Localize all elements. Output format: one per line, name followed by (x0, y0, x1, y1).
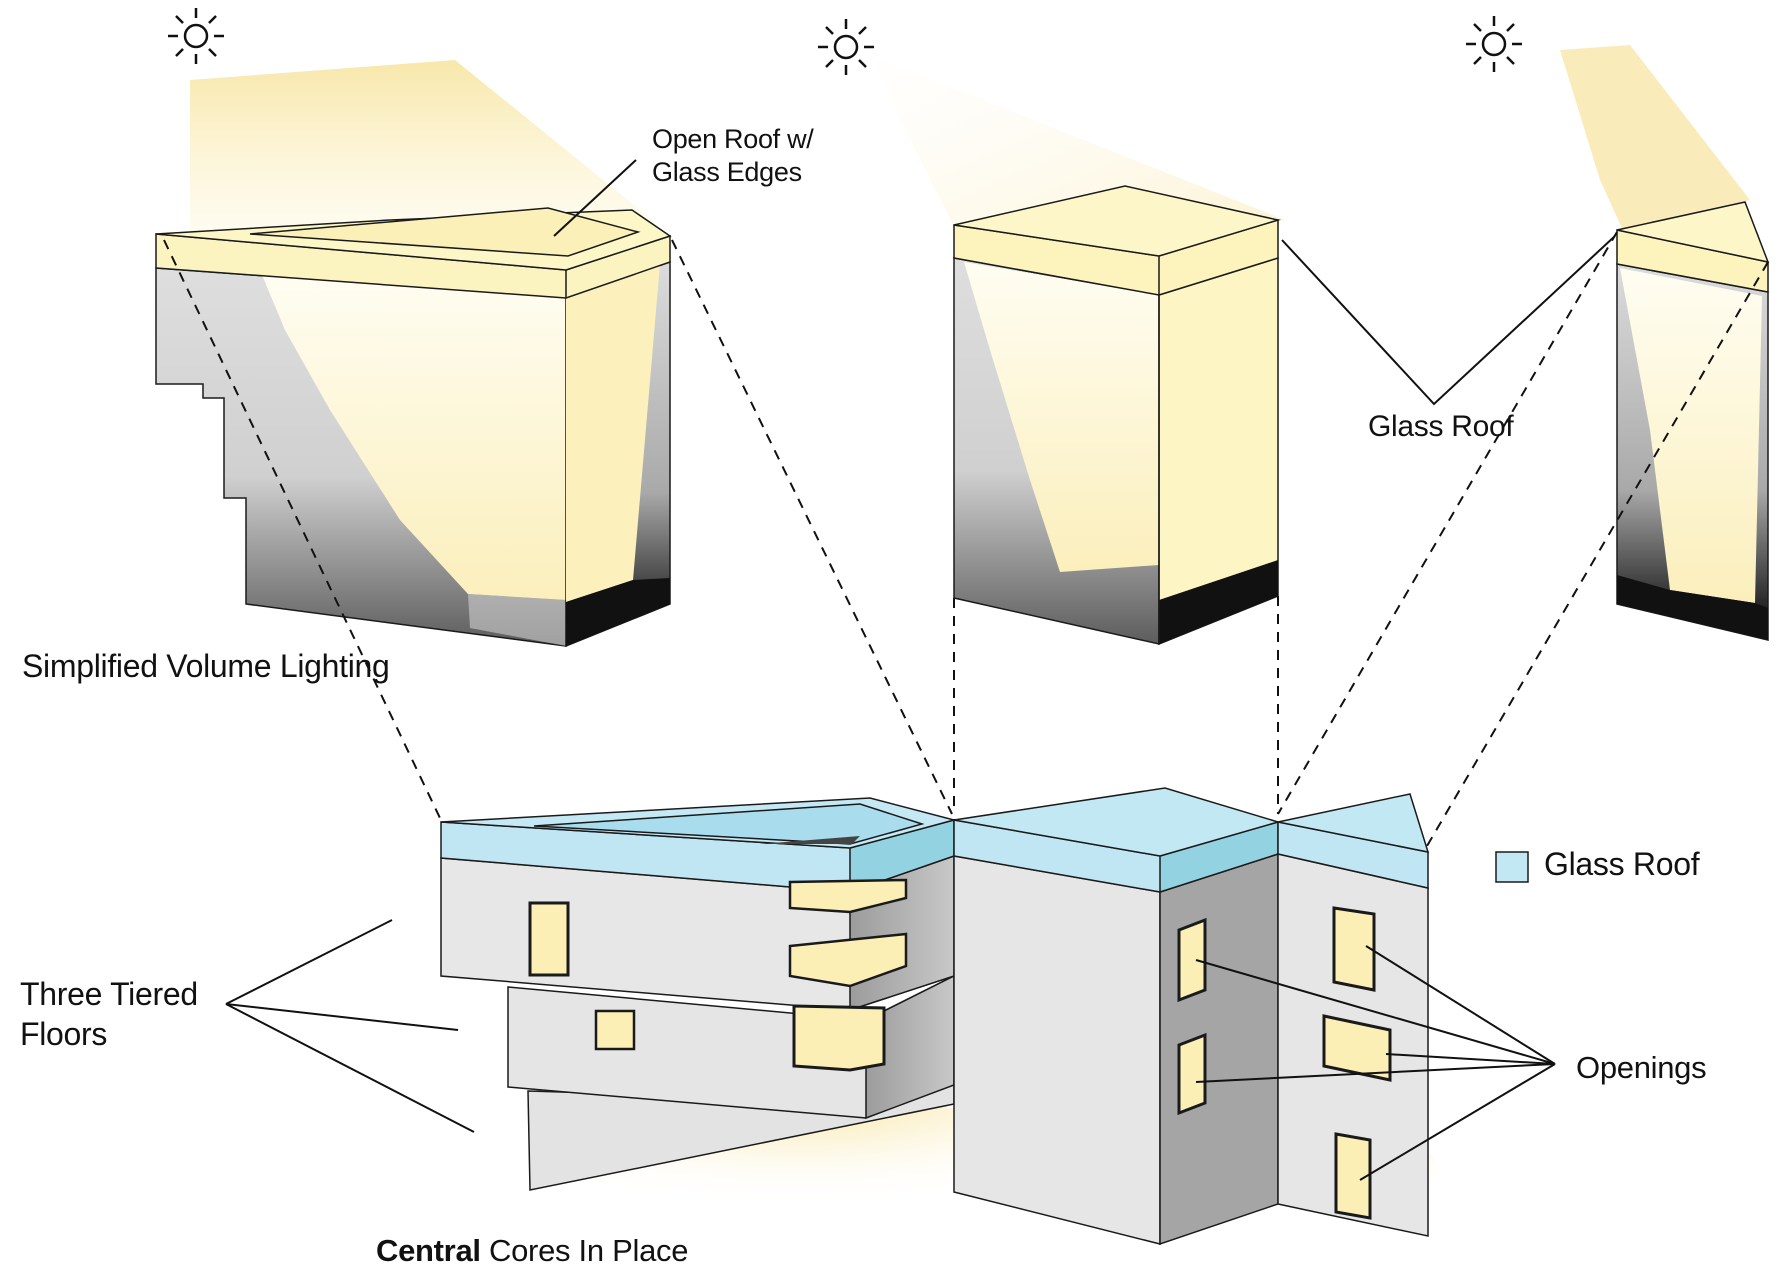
window (594, 1009, 636, 1051)
light-beam (1560, 45, 1750, 235)
window (1177, 917, 1207, 1003)
window (788, 932, 908, 988)
light-beam (870, 55, 1285, 238)
legend-label-glass-roof: Glass Roof (1544, 846, 1700, 882)
label-glass-roof-top: Glass Roof (1368, 410, 1514, 443)
leader-lines (225, 159, 1616, 1181)
window (1177, 1032, 1207, 1116)
dashed-connectors (163, 231, 1769, 859)
label-simplified-volume-lighting: Simplified Volume Lighting (22, 648, 390, 684)
label-central-cores: Central Cores In Place (376, 1233, 688, 1269)
window (1332, 906, 1376, 992)
window (792, 1004, 886, 1072)
label-openings: Openings (1576, 1050, 1707, 1085)
sun-icon (818, 19, 874, 75)
label-central-rest: Cores In Place (480, 1233, 689, 1268)
volume-left (155, 207, 672, 648)
label-open-roof: Open Roof w/ Glass Edges (652, 124, 814, 187)
window (1322, 1014, 1392, 1082)
legend-swatch-glass-roof (1495, 851, 1529, 883)
window (1334, 1132, 1372, 1220)
label-three-tiered-floors: Three Tiered Floors (20, 976, 198, 1052)
label-central-bold: Central (376, 1233, 481, 1268)
sun-icon (1466, 16, 1522, 72)
sun-icon (168, 8, 224, 64)
volume-middle (953, 185, 1281, 646)
building (440, 787, 1430, 1246)
window (528, 901, 570, 977)
volume-right (1616, 201, 1770, 641)
window (788, 878, 908, 914)
